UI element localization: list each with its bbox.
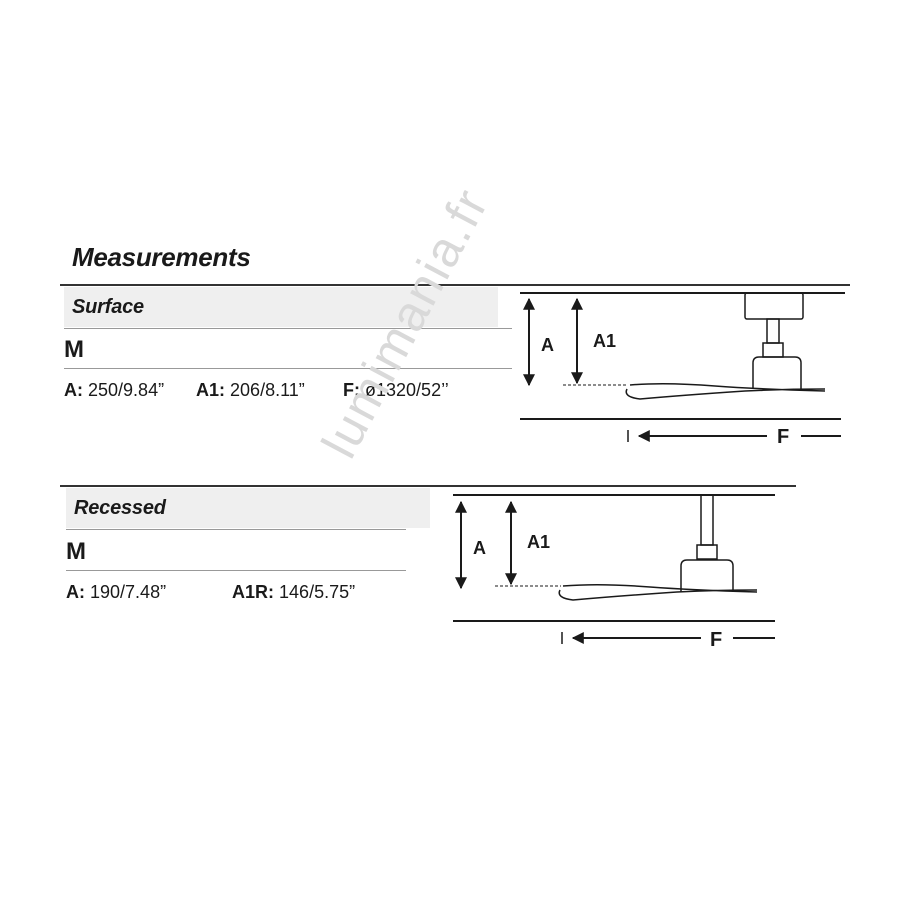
surface-heading: Surface	[64, 287, 498, 327]
surface-spec-a: A: 250/9.84”	[64, 380, 165, 400]
recessed-model: M	[66, 538, 86, 565]
recessed-heading-divider	[66, 529, 406, 530]
recessed-diagram: A A1 F	[453, 494, 775, 651]
title-divider	[60, 284, 850, 286]
surface-model-divider	[64, 368, 512, 369]
recessed-spec-a1r: A1R: 146/5.75”	[232, 582, 356, 602]
page-title: Measurements	[72, 242, 251, 272]
surface-f-label: F	[777, 426, 789, 448]
surface-model: M	[64, 336, 84, 363]
surface-coupling	[762, 342, 784, 358]
recessed-model-divider	[66, 570, 406, 571]
recessed-downrod	[700, 494, 714, 546]
surface-a1-label: A1	[593, 331, 616, 351]
surface-motor	[752, 356, 802, 389]
surface-specs: A: 250/9.84” A1: 206/8.11” F: ø1320/52’’	[64, 380, 449, 401]
surface-downrod	[766, 318, 780, 344]
recessed-heading-label: Recessed	[74, 496, 166, 519]
surface-diagram: A A1 F	[520, 292, 845, 448]
recessed-heading: Recessed	[66, 488, 430, 528]
recessed-a-label: A	[473, 538, 486, 558]
recessed-blades	[558, 583, 758, 601]
recessed-specs: A: 190/7.48” A1R: 146/5.75”	[66, 582, 355, 603]
surface-spec-a1: A1: 206/8.11”	[196, 380, 305, 400]
surface-spec-f: F: ø1320/52’’	[343, 380, 449, 400]
surface-heading-label: Surface	[72, 295, 144, 318]
recessed-coupling	[696, 544, 718, 560]
surface-blades	[625, 382, 826, 400]
surface-heading-divider	[64, 328, 512, 329]
recessed-top-divider	[60, 485, 796, 487]
surface-a-label: A	[541, 335, 554, 355]
recessed-spec-a: A: 190/7.48”	[66, 582, 167, 602]
surface-canopy	[744, 292, 804, 320]
recessed-a1-label: A1	[527, 532, 550, 552]
recessed-f-label: F	[710, 629, 722, 651]
recessed-motor	[680, 559, 734, 592]
